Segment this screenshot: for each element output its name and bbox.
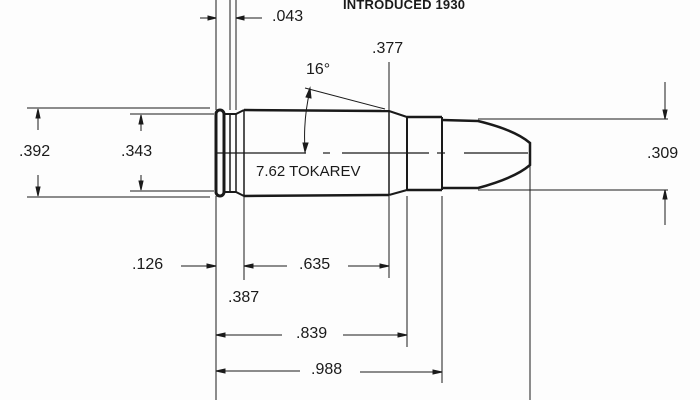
case-length-dimension: .988	[311, 361, 343, 378]
shoulder-diameter-dimension: .377	[372, 40, 404, 57]
cartridge-name-label: 7.62 TOKAREV	[256, 163, 361, 180]
bullet-diameter-dimension: .309	[647, 145, 679, 162]
case-shoulder-length-dimension: .839	[296, 325, 328, 342]
base-diameter-dimension: .343	[121, 143, 153, 160]
drawing-title: INTRODUCED 1930	[343, 0, 466, 12]
rim-to-groove-dimension: .126	[132, 256, 164, 273]
shoulder-angle-label: 16°	[306, 61, 331, 78]
rim-thickness-dimension: .043	[272, 8, 304, 25]
body-length-dimension: .635	[299, 256, 331, 273]
rim-diameter-dimension: .392	[19, 143, 51, 160]
base-to-groove-dimension: .387	[228, 289, 260, 306]
